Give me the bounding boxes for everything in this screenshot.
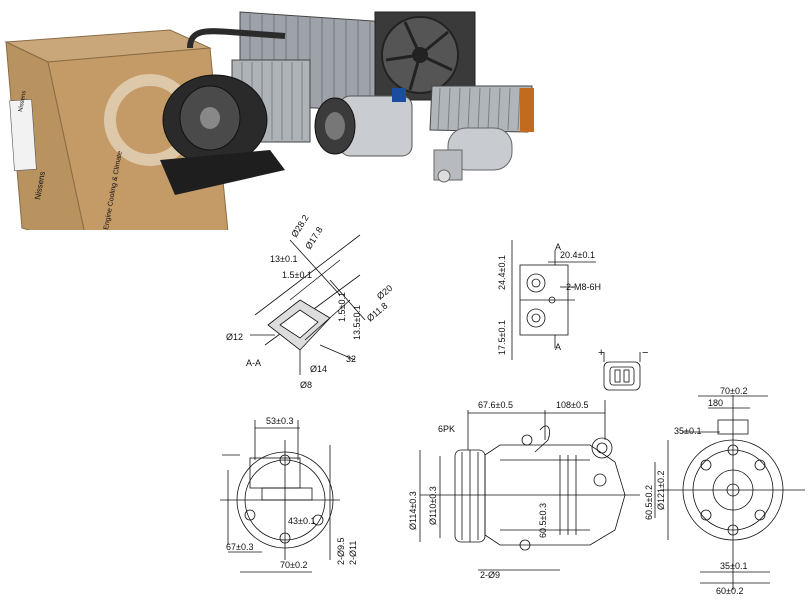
front-dim-5: 35±0.1 (720, 561, 747, 571)
section-dim-10: Ø14 (310, 364, 327, 374)
side-dim-5: 60.5±0.3 (538, 503, 548, 538)
side-view-drawing (419, 400, 640, 571)
connector-minus: − (642, 347, 648, 359)
section-dim-8: Ø12 (226, 332, 243, 342)
front-dim-2: 35±0.1 (674, 426, 701, 436)
front-dim-6: 60±0.2 (716, 586, 743, 596)
front-dim-1: 180 (708, 398, 723, 408)
section-dim-5: Ø11.8 (365, 301, 390, 324)
section-dim-9: Ø8 (300, 380, 312, 390)
side-dim-0: 67.6±0.5 (478, 400, 513, 410)
box-side-logo: Nissens (18, 90, 28, 112)
port-mark-bottom: A (555, 342, 561, 352)
section-label: A-A (246, 358, 261, 368)
left-dim-4: 2-Ø9.5 (336, 537, 346, 565)
side-dim-2: 6PK (438, 424, 455, 434)
receiver-drier (433, 127, 513, 183)
technical-drawings: Ø28.2 Ø17.8 13±0.1 1.5±0.1 Ø20 Ø11.8 1.5… (220, 213, 805, 596)
front-dim-3: Ø121±0.2 (656, 471, 666, 510)
port-dim-3: 17.5±0.1 (497, 320, 507, 355)
radiator-fan (374, 11, 476, 101)
port-dim-2: 2-M8-6H (566, 282, 601, 292)
left-dim-5: 2-Ø11 (348, 541, 358, 565)
section-dim-7: 13.5±0.1 (352, 305, 362, 340)
product-collage: Nissens Nissens Engine Cooling & Climate (4, 11, 534, 230)
port-drawing (511, 240, 596, 360)
ac-compressor (314, 88, 413, 157)
section-dim-4: Ø20 (375, 283, 394, 302)
heater-core (429, 85, 534, 133)
section-dim-2: 13±0.1 (270, 254, 297, 264)
connector-drawing (603, 352, 641, 391)
port-dim-0: 24.4±0.1 (497, 255, 507, 290)
side-dim-4: Ø110±0.3 (428, 486, 438, 525)
connector-plus: + (598, 347, 604, 359)
front-dim-0: 70±0.2 (720, 386, 747, 396)
section-dim-3: 1.5±0.1 (282, 270, 312, 280)
side-dim-6: 2-Ø9 (480, 570, 500, 580)
section-dim-11: 32 (346, 354, 356, 364)
port-mark-top: A (555, 242, 561, 252)
left-view-drawing (220, 420, 340, 573)
left-dim-1: 43±0.1 (288, 516, 315, 526)
section-dim-1: Ø17.8 (303, 225, 324, 251)
ac-hose (187, 28, 286, 49)
side-dim-1: 108±0.5 (556, 400, 588, 410)
side-dim-3: Ø114±0.3 (408, 491, 418, 530)
front-dim-4: 60.5±0.2 (644, 485, 654, 520)
blower-motor (160, 74, 285, 195)
section-dim-6: 1.5±0.1 (337, 292, 347, 322)
section-drawing (250, 234, 366, 375)
front-view-drawing (654, 395, 805, 590)
left-dim-0: 53±0.3 (266, 416, 293, 426)
left-dim-2: 67±0.3 (226, 542, 253, 552)
section-dim-0: Ø28.2 (289, 213, 310, 239)
port-dim-1: 20.4±0.1 (560, 250, 595, 260)
left-dim-3: 70±0.2 (280, 560, 307, 570)
